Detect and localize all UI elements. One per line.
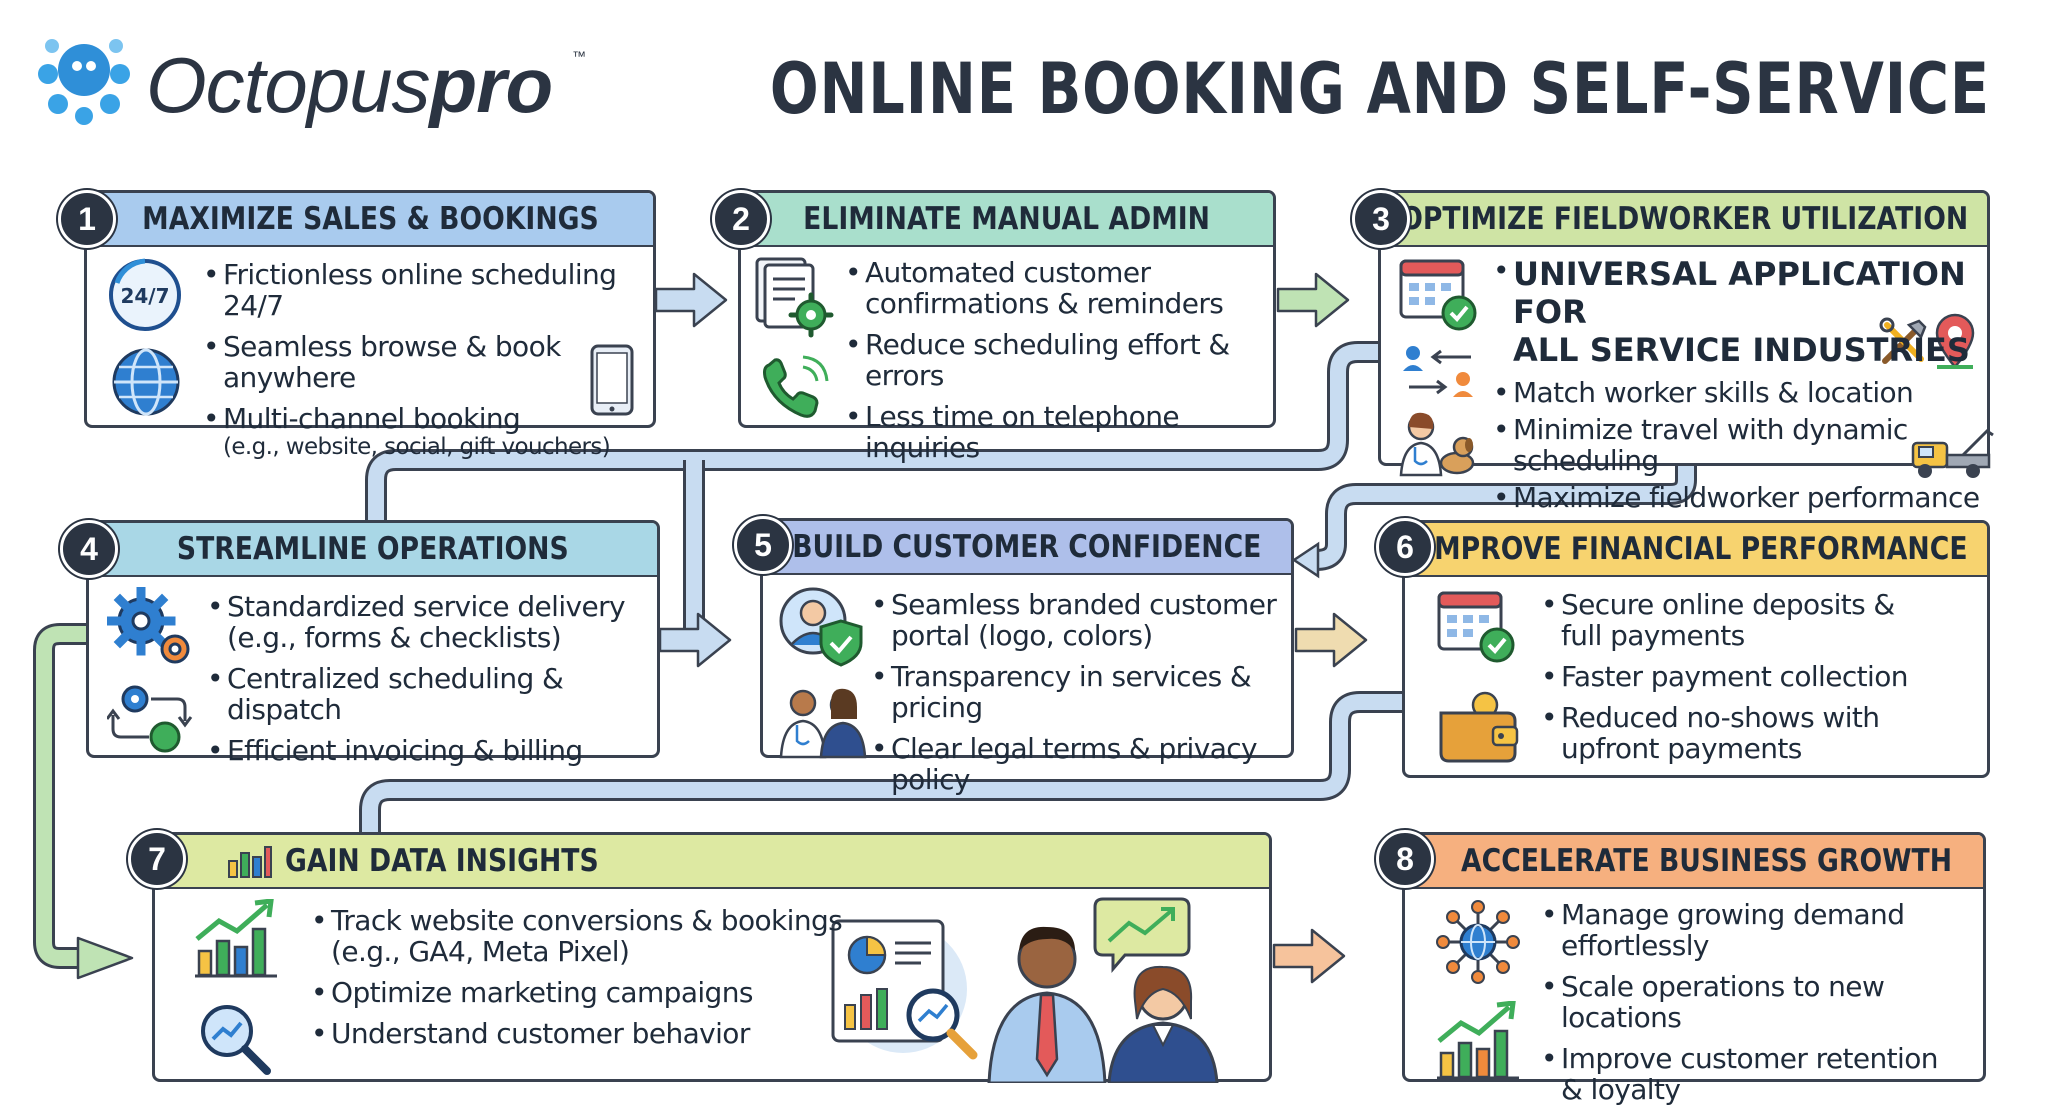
card-title: IMPROVE FINANCIAL PERFORMANCE: [1424, 531, 1968, 567]
bullet-item: Optimize marketing campaigns: [311, 977, 842, 1008]
card-title: OPTIMIZE FIELDWORKER UTILIZATION: [1400, 201, 1968, 237]
calendar-check-icon: [1437, 591, 1515, 663]
growth-chart-icon: [195, 899, 277, 978]
step-number-badge: 3: [1352, 190, 1410, 248]
bullet-item: Scale operations to new locations: [1541, 971, 1983, 1033]
step-number-badge: 4: [60, 520, 118, 578]
brand-logo: Octopuspro ™: [34, 30, 594, 140]
bullet-list: Standardized service delivery(e.g., form…: [207, 591, 657, 776]
step-number-badge: 6: [1376, 518, 1434, 576]
bullet-item: Match worker skills & location: [1493, 377, 1987, 408]
card-header: OPTIMIZE FIELDWORKER UTILIZATION: [1381, 193, 1987, 247]
bullet-list: Frictionless online scheduling 24/7 Seam…: [203, 259, 653, 470]
step-number-badge: 5: [734, 516, 792, 574]
vet-with-dog-icon: [1399, 412, 1475, 477]
bullet-item: Frictionless online scheduling 24/7: [203, 259, 653, 321]
svg-text:24/7: 24/7: [120, 284, 169, 308]
page-title: ONLINE BOOKING AND SELF-SERVICE: [769, 48, 1990, 130]
card-header: ELIMINATE MANUAL ADMIN: [741, 193, 1273, 247]
card-streamline-operations: STREAMLINE OPERATIONS Standardized servi…: [86, 520, 660, 766]
card-eliminate-admin: ELIMINATE MANUAL ADMIN Automated custome…: [738, 190, 1276, 463]
growth-chart-icon: [1437, 1001, 1519, 1080]
step-number-badge: 7: [128, 830, 186, 888]
wallet-icon: [1439, 691, 1519, 763]
octopus-logo-icon: [38, 39, 130, 125]
report-dashboard-icon: [831, 919, 978, 1060]
business-people-icon: [987, 897, 1219, 1083]
bullet-item: Efficient invoicing & billing: [207, 735, 657, 766]
card-build-confidence: BUILD CUSTOMER CONFIDENCE Seamless brand…: [760, 518, 1294, 795]
card-header: BUILD CUSTOMER CONFIDENCE: [763, 521, 1291, 575]
gears-icon: [107, 587, 190, 664]
bullet-item: Transparency in services & pricing: [871, 661, 1291, 723]
user-shield-icon: [779, 587, 863, 667]
card-header: ACCELERATE BUSINESS GROWTH: [1405, 835, 1983, 889]
bullet-item: Multi-channel booking(e.g., website, soc…: [203, 403, 653, 460]
card-improve-financial: IMPROVE FINANCIAL PERFORMANCE Secure onl…: [1402, 520, 1990, 778]
magnifier-chart-icon: [201, 1005, 271, 1075]
bullet-item: Understand customer behavior: [311, 1018, 842, 1049]
brand-name: Octopuspro: [146, 41, 553, 129]
step-number-badge: 1: [58, 190, 116, 248]
globe-icon: [112, 348, 180, 416]
worker-swap-icon: [1403, 346, 1473, 397]
step-number-badge: 8: [1376, 830, 1434, 888]
card-header: STREAMLINE OPERATIONS: [89, 523, 657, 577]
document-gear-icon: [755, 257, 834, 338]
arrow-1-to-2: [654, 272, 728, 328]
card-header: IMPROVE FINANCIAL PERFORMANCE: [1405, 523, 1987, 577]
bullet-list: Secure online deposits &full payments Fa…: [1541, 589, 1908, 774]
bullet-item: Reduce scheduling effort & errors: [845, 329, 1273, 391]
network-globe-icon: [1436, 900, 1520, 984]
arrow-7-to-8: [1272, 928, 1346, 984]
card-title: GAIN DATA INSIGHTS: [285, 843, 599, 879]
arrow-5-to-6: [1294, 612, 1368, 668]
card-title: MAXIMIZE SALES & BOOKINGS: [141, 201, 599, 237]
bullet-item: Minimize travel with dynamic scheduling: [1493, 414, 1987, 476]
card-maximize-sales: MAXIMIZE SALES & BOOKINGS 24/7 Frictionl…: [84, 190, 656, 460]
bullet-item: Improve customer retention& loyalty: [1541, 1043, 1983, 1105]
bullet-item: Centralized scheduling & dispatch: [207, 663, 657, 725]
card-title: BUILD CUSTOMER CONFIDENCE: [792, 529, 1262, 565]
bullet-item: Maximize fieldworker performance: [1493, 482, 1987, 513]
card-header: MAXIMIZE SALES & BOOKINGS: [87, 193, 653, 247]
bullet-item: Less time on telephone inquiries: [845, 401, 1273, 463]
card-optimize-fieldworker: OPTIMIZE FIELDWORKER UTILIZATION: [1378, 190, 1994, 513]
arrow-2-to-3: [1276, 272, 1350, 328]
phone-icon: [763, 355, 829, 418]
card-title: ELIMINATE MANUAL ADMIN: [803, 201, 1211, 237]
professionals-icon: [779, 688, 867, 759]
card-title: ACCELERATE BUSINESS GROWTH: [1461, 843, 1953, 879]
bullet-item: Seamless browse & book anywhere: [203, 331, 653, 393]
calendar-check-icon: [1399, 259, 1477, 331]
bullet-item: Secure online deposits &full payments: [1541, 589, 1908, 651]
workflow-cycle-icon: [107, 685, 193, 753]
bullet-item: Track website conversions & bookings(e.g…: [311, 905, 843, 967]
bar-chart-icon: [228, 846, 272, 878]
step-number-badge: 2: [712, 190, 770, 248]
bullet-item: Clear legal terms & privacy policy: [871, 733, 1291, 795]
bullet-item: Standardized service delivery(e.g., form…: [207, 591, 657, 653]
card-title: STREAMLINE OPERATIONS: [177, 531, 569, 567]
trademark-symbol: ™: [572, 48, 586, 64]
bullet-item: Faster payment collection: [1541, 661, 1908, 692]
bullet-list: Track website conversions & bookings(e.g…: [311, 905, 843, 1059]
card-data-insights: GAIN DATA INSIGHTS: [152, 832, 1272, 1083]
card-accelerate-growth: ACCELERATE BUSINESS GROWTH: [1402, 832, 1986, 1105]
card-header: GAIN DATA INSIGHTS: [155, 835, 1269, 889]
clock-24-7-icon: 24/7: [109, 258, 181, 331]
